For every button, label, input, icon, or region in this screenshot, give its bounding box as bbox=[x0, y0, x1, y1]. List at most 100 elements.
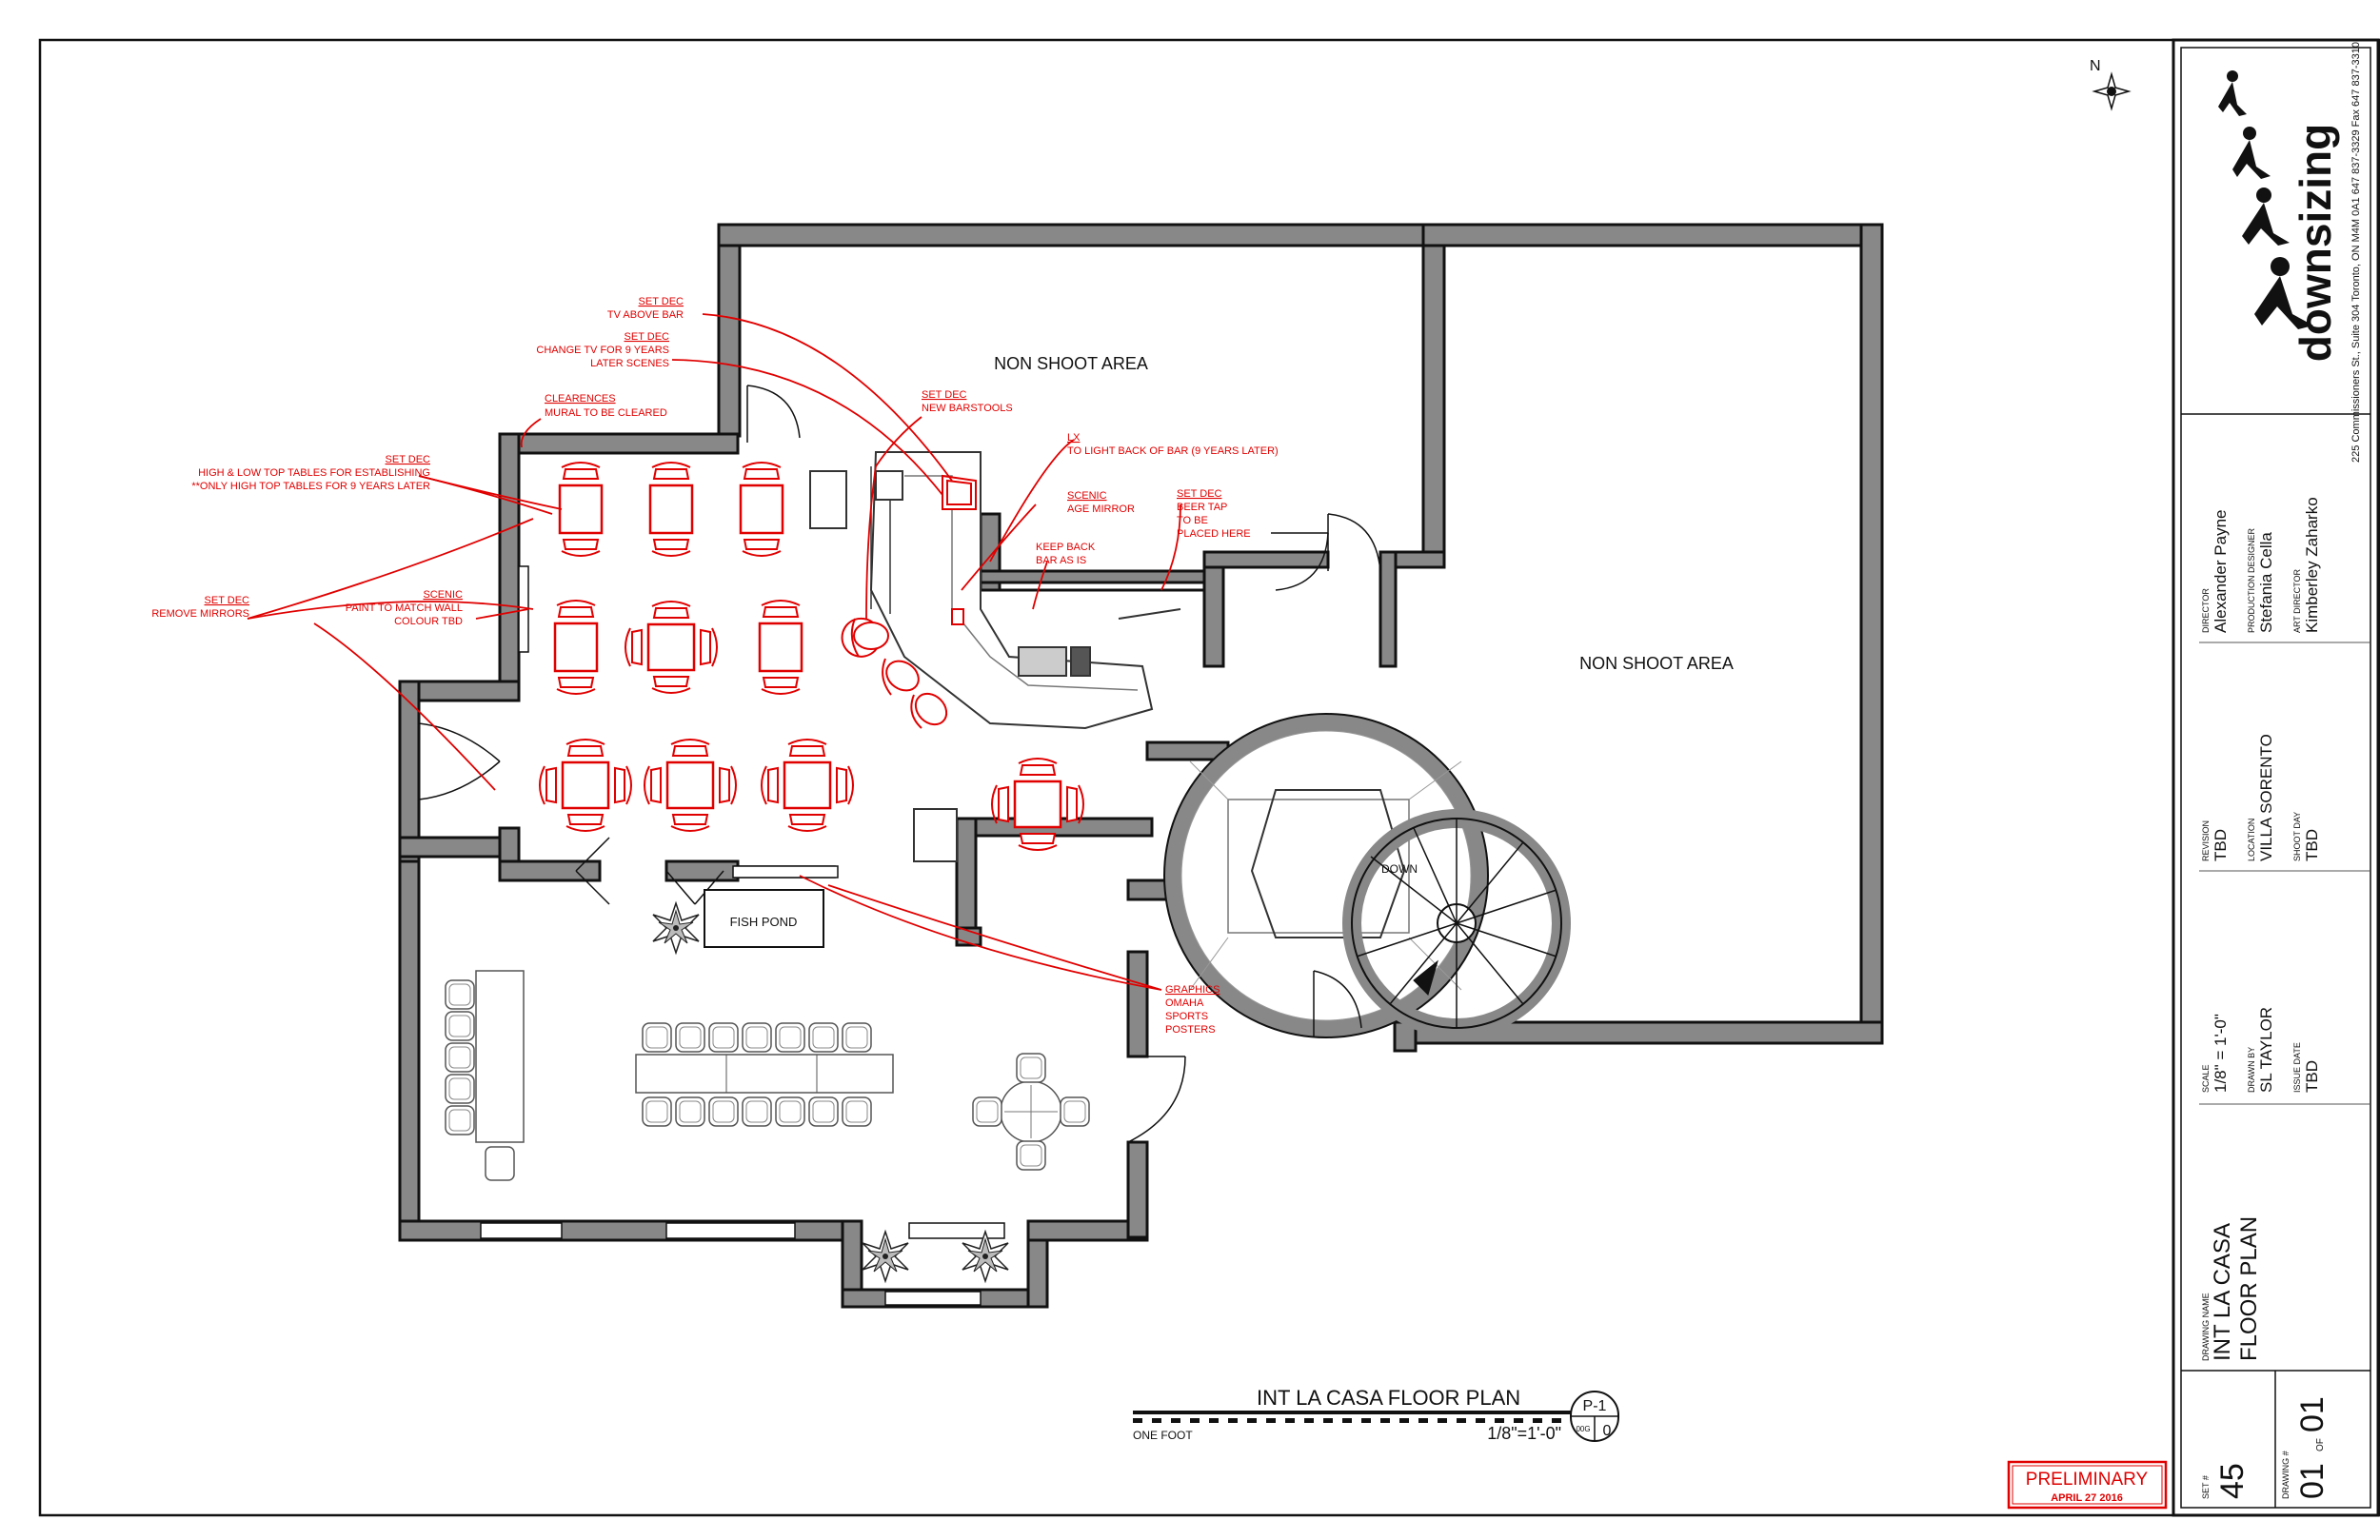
drawn-by-value: SL TAYLOR bbox=[2257, 1007, 2275, 1093]
art-director-label: ART DIRECTOR bbox=[2292, 568, 2302, 633]
note-line: REMOVE MIRRORS bbox=[151, 608, 249, 620]
stamp-date: APRIL 27 2016 bbox=[2051, 1492, 2123, 1504]
revision-value: TBD bbox=[2211, 829, 2230, 861]
note-line: POSTERS bbox=[1165, 1024, 1216, 1036]
production-designer-label: PRODUCTION DESIGNER bbox=[2247, 527, 2256, 633]
drawing-name-label: DRAWING NAME bbox=[2201, 1293, 2211, 1361]
walls bbox=[398, 223, 1884, 1309]
drawing-number-label: DRAWING # bbox=[2281, 1451, 2291, 1499]
tv-above-bar bbox=[942, 474, 977, 510]
set-number-label: SET # bbox=[2201, 1475, 2211, 1499]
note-head: SET DEC bbox=[625, 331, 670, 343]
ref-top: P-1 bbox=[1583, 1398, 1607, 1414]
production-designer-value: Stefania Cella bbox=[2257, 532, 2275, 633]
note-head: SET DEC bbox=[386, 454, 431, 465]
rotunda bbox=[1163, 713, 1489, 1038]
company-logo: downsizing bbox=[2291, 124, 2340, 362]
scale-bar bbox=[1133, 1418, 1561, 1423]
note-set-dec-tv: SET DEC TV ABOVE BAR bbox=[607, 296, 684, 321]
issue-date-label: ISSUE DATE bbox=[2292, 1042, 2302, 1093]
director-value: Alexander Payne bbox=[2211, 510, 2230, 633]
drawing-title-text: INT LA CASA FLOOR PLAN bbox=[1257, 1386, 1520, 1410]
note-clearences: CLEARENCES MURAL TO BE CLEARED bbox=[545, 393, 667, 419]
note-scenic-paint: SCENIC PAINT TO MATCH WALL COLOUR TBD bbox=[346, 589, 463, 627]
stamp-label: PRELIMINARY bbox=[2026, 1470, 2149, 1490]
note-keep-back-bar: KEEP BACK BAR AS IS bbox=[1036, 542, 1096, 566]
note-line: KEEP BACK bbox=[1036, 542, 1096, 553]
non-shoot-area-label: NON SHOOT AREA bbox=[1579, 654, 1734, 673]
art-director-value: Kimberley Zaharko bbox=[2303, 497, 2321, 633]
note-set-dec-barstools: SET DEC NEW BARSTOOLS bbox=[922, 389, 1013, 414]
note-line: NEW BARSTOOLS bbox=[922, 403, 1013, 414]
ref-sheet: 00G bbox=[1576, 1425, 1590, 1433]
drawn-by-label: DRAWN BY bbox=[2247, 1047, 2256, 1093]
fish-pond-label: FISH POND bbox=[730, 915, 798, 929]
note-line: MURAL TO BE CLEARED bbox=[545, 407, 667, 419]
note-line: SPORTS bbox=[1165, 1011, 1208, 1022]
note-head: CLEARENCES bbox=[545, 393, 616, 405]
drawing-total-value: 01 bbox=[2294, 1396, 2330, 1432]
note-scenic-mirror: SCENIC AGE MIRROR bbox=[1067, 490, 1135, 515]
non-shoot-area-label: NON SHOOT AREA bbox=[994, 354, 1148, 373]
company-address: 225 Commissioners St., Suite 304 Toronto… bbox=[2350, 42, 2362, 463]
drawing-reference-bubble: P-1 00G 0 bbox=[1570, 1391, 1619, 1442]
scale-value: 1/8" = 1'-0" bbox=[2211, 1014, 2230, 1093]
drawing-of-label: OF bbox=[2315, 1438, 2326, 1451]
location-value: VILLA SORENTO bbox=[2257, 734, 2275, 861]
down-label: DOWN bbox=[1381, 862, 1418, 876]
note-line: TO BE bbox=[1177, 515, 1208, 526]
note-head: SET DEC bbox=[205, 595, 250, 606]
doors bbox=[418, 385, 1381, 1143]
preliminary-stamp: PRELIMINARY APRIL 27 2016 bbox=[2007, 1460, 2168, 1510]
bar-counter bbox=[809, 451, 1181, 862]
drawing-name-line-2: FLOOR PLAN bbox=[2236, 1216, 2262, 1361]
note-line: TV ABOVE BAR bbox=[607, 309, 684, 321]
note-line: PLACED HERE bbox=[1177, 528, 1251, 540]
note-head: LX bbox=[1067, 432, 1081, 444]
drawing-name-line-1: INT LA CASA bbox=[2210, 1223, 2235, 1361]
one-foot-label: ONE FOOT bbox=[1133, 1429, 1193, 1442]
note-line: HIGH & LOW TOP TABLES FOR ESTABLISHING bbox=[198, 467, 430, 479]
annotation-leaders bbox=[247, 313, 1181, 991]
note-head: SCENIC bbox=[423, 589, 463, 601]
dining-furniture bbox=[445, 970, 1090, 1181]
shoot-day-label: SHOOT DAY bbox=[2292, 812, 2302, 861]
note-line: CHANGE TV FOR 9 YEARS bbox=[536, 345, 669, 356]
note-line: AGE MIRROR bbox=[1067, 503, 1135, 515]
note-set-dec-mirrors: SET DEC REMOVE MIRRORS bbox=[151, 595, 249, 620]
drawing-number-value: 01 bbox=[2294, 1463, 2330, 1499]
fish-pond: FISH POND bbox=[704, 865, 839, 948]
note-line: COLOUR TBD bbox=[394, 616, 463, 627]
revision-label: REVISION bbox=[2201, 820, 2211, 861]
note-head: SET DEC bbox=[1177, 488, 1222, 500]
note-line: BAR AS IS bbox=[1036, 555, 1086, 566]
note-line: BEER TAP bbox=[1177, 502, 1227, 513]
note-line: OMAHA bbox=[1165, 997, 1204, 1009]
note-set-dec-beer: SET DEC BEER TAP TO BE PLACED HERE bbox=[1177, 488, 1251, 540]
drawing-title: INT LA CASA FLOOR PLAN ONE FOOT 1/8"=1'-… bbox=[1133, 1386, 1619, 1443]
scale-label: SCALE bbox=[2201, 1064, 2211, 1093]
note-head: SET DEC bbox=[922, 389, 967, 401]
note-graphics: GRAPHICS OMAHA SPORTS POSTERS bbox=[1165, 984, 1220, 1036]
note-line: PAINT TO MATCH WALL bbox=[346, 602, 463, 614]
note-line: LATER SCENES bbox=[590, 358, 669, 369]
north-arrow-icon: N bbox=[2090, 58, 2132, 111]
note-head: SET DEC bbox=[639, 296, 684, 307]
note-head: GRAPHICS bbox=[1165, 984, 1220, 996]
note-set-dec-tables: SET DEC HIGH & LOW TOP TABLES FOR ESTABL… bbox=[191, 454, 430, 492]
note-line: **ONLY HIGH TOP TABLES FOR 9 YEARS LATER bbox=[191, 481, 430, 492]
barstools bbox=[841, 617, 948, 729]
title-block: downsizing 225 Commissioners St., Suite … bbox=[2172, 38, 2380, 1517]
note-lx: LX TO LIGHT BACK OF BAR (9 YEARS LATER) bbox=[1067, 432, 1279, 457]
location-label: LOCATION bbox=[2247, 819, 2256, 861]
shoot-day-value: TBD bbox=[2303, 829, 2321, 861]
scale-label: 1/8"=1'-0" bbox=[1487, 1424, 1561, 1443]
director-label: DIRECTOR bbox=[2201, 588, 2211, 633]
set-number-value: 45 bbox=[2214, 1463, 2251, 1499]
ref-num: 0 bbox=[1603, 1423, 1612, 1439]
note-head: SCENIC bbox=[1067, 490, 1107, 502]
note-set-dec-change-tv: SET DEC CHANGE TV FOR 9 YEARS LATER SCEN… bbox=[536, 331, 669, 369]
note-line: TO LIGHT BACK OF BAR (9 YEARS LATER) bbox=[1067, 445, 1279, 457]
issue-date-value: TBD bbox=[2303, 1060, 2321, 1093]
